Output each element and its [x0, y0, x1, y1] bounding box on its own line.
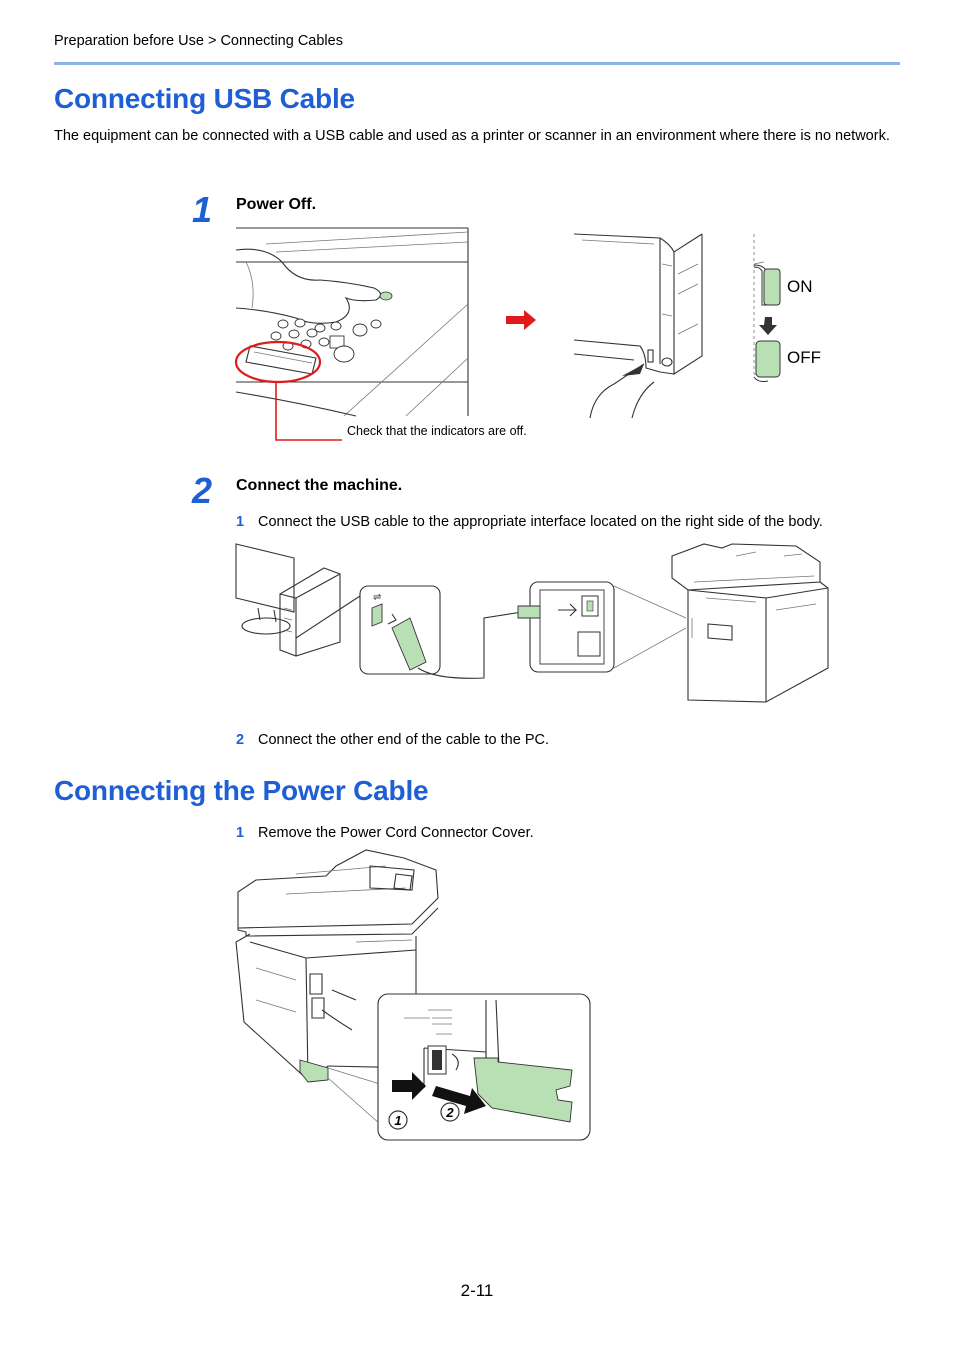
substep-connect-usb: 1 Connect the USB cable to the appropriat… [236, 514, 823, 530]
right-arrow-icon [506, 310, 536, 330]
off-label: OFF [787, 348, 821, 367]
step-title-connect-machine: Connect the machine. [236, 477, 403, 494]
substep-connect-pc: 2 Connect the other end of the cable to t… [236, 732, 549, 748]
substep-number: 1 [236, 825, 245, 841]
section-title-power: Connecting the Power Cable [54, 775, 429, 806]
breadcrumb: Preparation before Use > Connecting Cabl… [54, 33, 343, 49]
step-number-1: 1 [192, 189, 213, 230]
substep-number: 1 [236, 514, 245, 530]
callout-1: 1 [394, 1113, 401, 1128]
svg-text:⇌: ⇌ [373, 592, 381, 603]
indicator-caption: Check that the indicators are off. [347, 424, 527, 438]
power-switch-illustration [573, 233, 765, 419]
step-title-power-off: Power Off. [236, 196, 317, 213]
section-intro-usb: The equipment can be connected with a US… [54, 128, 890, 144]
section-title-usb: Connecting USB Cable [54, 83, 355, 114]
substep-text: Remove the Power Cord Connector Cover. [258, 825, 534, 841]
power-cover-illustration: 1 2 [235, 849, 591, 1141]
step-number-2: 2 [192, 470, 213, 511]
operation-panel-illustration [234, 227, 469, 441]
page-number: 2-11 [460, 1281, 494, 1300]
switch-states-illustration [753, 264, 781, 382]
substep-text: Connect the other end of the cable to th… [258, 732, 549, 748]
substep-remove-cover: 1 Remove the Power Cord Connector Cover. [236, 825, 534, 841]
usb-connection-illustration: ⇌ [235, 543, 829, 703]
substep-text: Connect the USB cable to the appropriate… [258, 514, 823, 530]
header-rule [54, 62, 900, 65]
substep-number: 2 [236, 732, 245, 748]
callout-2: 2 [445, 1105, 454, 1120]
on-label: ON [787, 277, 813, 296]
